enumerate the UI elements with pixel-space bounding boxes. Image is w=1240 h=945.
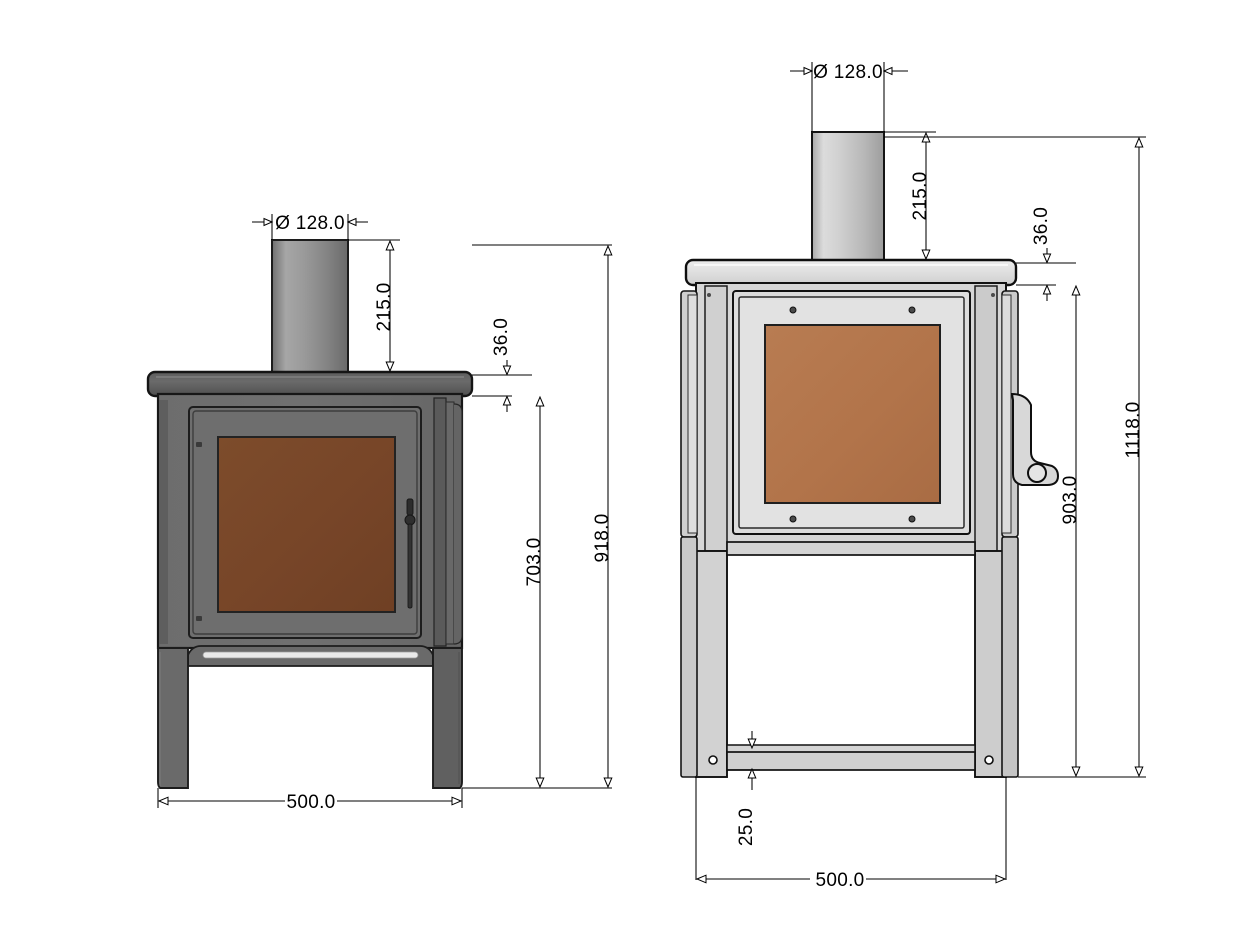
left-plate-thickness-label: 36.0 <box>491 318 512 356</box>
left-view: Ø 128.0 215.0 36.0 703.0 <box>146 213 613 813</box>
left-flue-height-label: 215.0 <box>374 282 395 331</box>
right-rail-height-label: 25.0 <box>736 808 757 846</box>
right-view-dimensions: Ø 128.0 215.0 36.0 903.0 <box>695 62 1146 891</box>
left-ash-pan <box>187 645 434 667</box>
left-body-height-label: 703.0 <box>524 537 545 586</box>
left-door-handle[interactable] <box>404 498 416 609</box>
left-door-hinge-top <box>196 442 202 447</box>
frame-screw-upper-right <box>991 293 995 297</box>
leg-screw-left <box>708 755 718 765</box>
right-legs <box>680 293 1019 778</box>
right-door-handle[interactable] <box>1010 392 1060 486</box>
door-screw-top-left <box>789 306 797 314</box>
right-plate-thickness-label: 36.0 <box>1031 207 1052 245</box>
left-flue-diameter-label: Ø 128.0 <box>275 213 345 234</box>
left-door-hinge-bottom <box>196 616 202 621</box>
right-flue-pipe <box>811 131 885 271</box>
door-screw-bottom-left <box>789 515 797 523</box>
left-stove-door[interactable] <box>188 406 422 639</box>
right-view: Ø 128.0 215.0 36.0 903.0 <box>680 62 1146 891</box>
left-legs <box>157 647 463 789</box>
left-overall-height-label: 918.0 <box>592 513 613 562</box>
right-flue-diameter-label: Ø 128.0 <box>813 62 883 83</box>
right-width-label: 500.0 <box>815 870 864 891</box>
left-width-label: 500.0 <box>286 792 335 813</box>
left-top-plate <box>146 370 474 398</box>
right-body-height-label: 903.0 <box>1060 475 1081 524</box>
right-stove-door[interactable] <box>732 290 971 535</box>
right-overall-height-label: 1118.0 <box>1123 401 1144 458</box>
left-view-dimensions: Ø 128.0 215.0 36.0 703.0 <box>157 213 613 813</box>
right-top-plate <box>684 258 1018 287</box>
left-flue-pipe <box>271 239 349 384</box>
door-screw-top-right <box>908 306 916 314</box>
leg-screw-right <box>984 755 994 765</box>
frame-screw-upper-left <box>707 293 711 297</box>
right-flue-height-label: 215.0 <box>910 171 931 220</box>
door-screw-bottom-right <box>908 515 916 523</box>
